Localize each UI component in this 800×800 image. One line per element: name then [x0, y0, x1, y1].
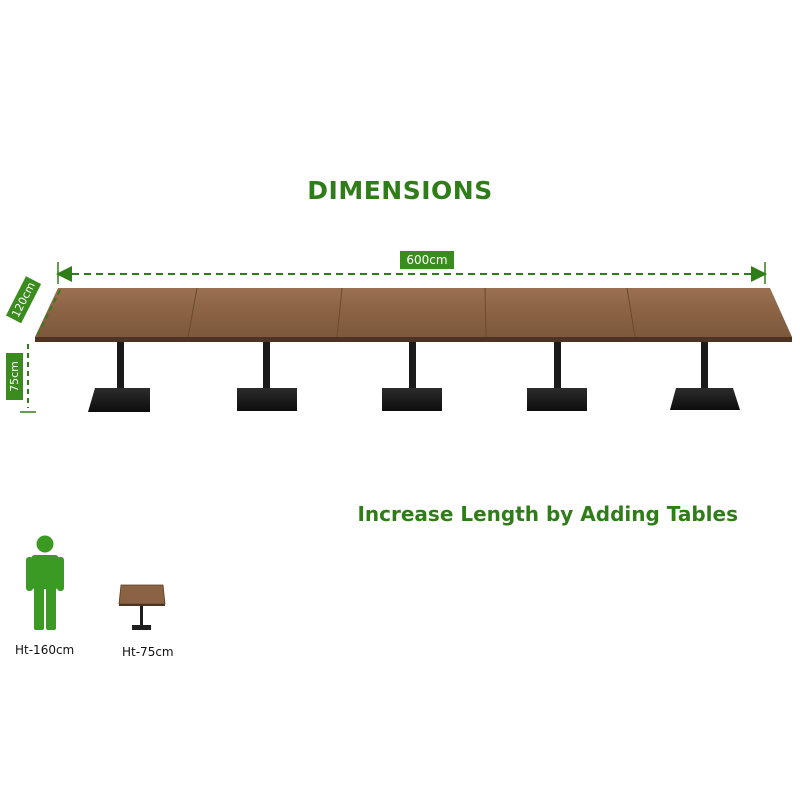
height-label: 75cm: [8, 361, 21, 392]
table-base: [527, 338, 587, 411]
height-dimension: [6, 344, 36, 413]
section-subtitle: Increase Length by Adding Tables: [357, 502, 738, 526]
segment-joint: [484, 287, 487, 338]
table-base: [382, 338, 442, 411]
length-dimension: [56, 251, 767, 284]
table-top: [35, 287, 792, 342]
page-title: DIMENSIONS: [307, 176, 493, 205]
segment-joint: [187, 287, 198, 338]
person-icon: [26, 535, 64, 630]
table-base: [88, 338, 150, 412]
table-height-label: Ht-75cm: [122, 645, 174, 659]
segment-joint: [626, 287, 636, 338]
depth-dimension: [5, 276, 61, 335]
table-bases: [88, 338, 740, 412]
single-table-icon: [118, 584, 166, 630]
person-height-label: Ht-160cm: [15, 643, 75, 657]
table-base: [670, 338, 740, 410]
length-label: 600cm: [406, 253, 448, 267]
segment-joint: [336, 287, 343, 338]
table-base: [237, 338, 297, 411]
